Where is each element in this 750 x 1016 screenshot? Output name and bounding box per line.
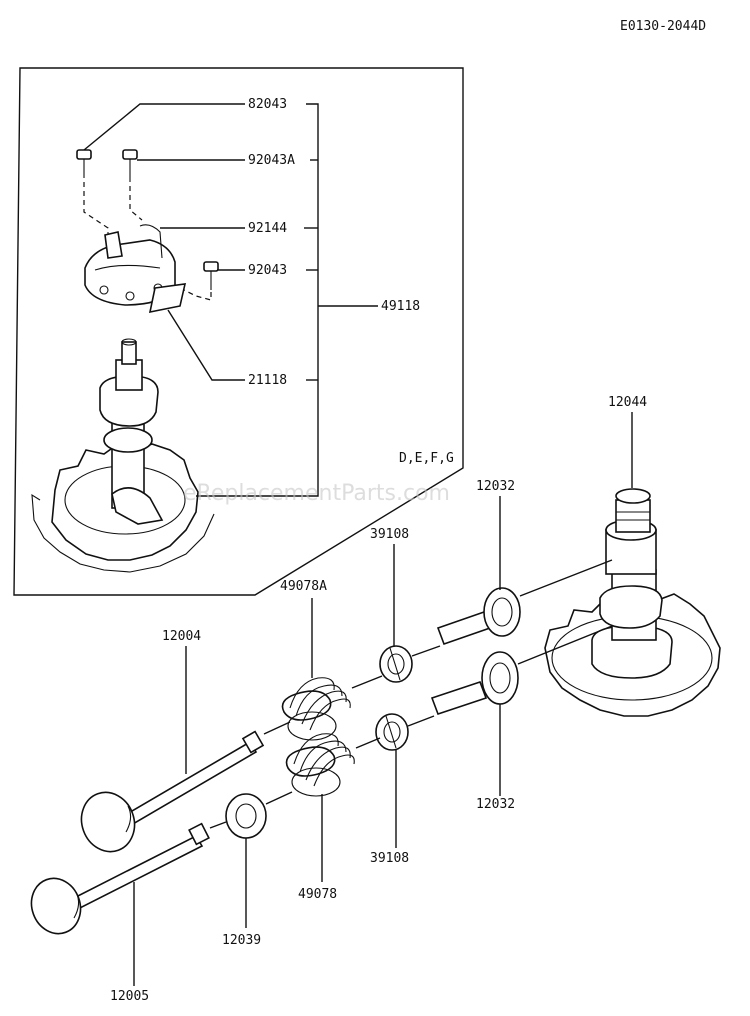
label-12032-lower: 12032 <box>476 797 515 812</box>
camshaft-12044 <box>544 488 721 717</box>
assembly-path-1 <box>83 182 109 240</box>
label-92144: 92144 <box>248 221 287 236</box>
bracket-49118 <box>196 103 319 497</box>
label-49078A: 49078A <box>280 579 327 594</box>
inset-variant-label: D,E,F,G <box>399 451 454 466</box>
governor-weight-assembly <box>84 224 187 314</box>
label-12039: 12039 <box>222 933 261 948</box>
bolt-82043-top <box>76 149 92 178</box>
label-12005: 12005 <box>110 989 149 1004</box>
label-12044: 12044 <box>608 395 647 410</box>
spring-49078A <box>281 677 351 741</box>
label-92043A: 92043A <box>248 153 295 168</box>
spring-49078 <box>285 733 355 797</box>
inset-panel <box>13 67 464 596</box>
label-12032-upper: 12032 <box>476 479 515 494</box>
label-92043-low: 92043 <box>248 263 287 278</box>
assembly-path-3 <box>179 287 212 301</box>
label-39108-upper: 39108 <box>370 527 409 542</box>
retainer-39108-upper <box>379 645 413 683</box>
valve-12004 <box>80 730 265 853</box>
watermark: eReplacementParts.com <box>183 481 450 506</box>
diagram-id: E0130-2044D <box>620 19 706 34</box>
bolt-92043-low <box>203 261 219 290</box>
tappet-12032-lower <box>430 651 519 716</box>
camshaft-inset <box>31 338 215 573</box>
retainer-12039 <box>225 793 267 839</box>
label-21118: 21118 <box>248 373 287 388</box>
leader-21118 <box>167 309 245 381</box>
label-82043-top: 82043 <box>248 97 287 112</box>
retainer-39108-lower <box>375 713 409 751</box>
leader-82043-top <box>83 103 245 151</box>
valve-12005 <box>30 822 210 935</box>
label-49078: 49078 <box>298 887 337 902</box>
label-39108-lower: 39108 <box>370 851 409 866</box>
label-49118: 49118 <box>381 299 420 314</box>
assembly-path-2 <box>129 186 143 221</box>
bolt-92043A <box>122 149 138 182</box>
label-12004: 12004 <box>162 629 201 644</box>
tappet-12032-upper <box>436 587 521 646</box>
